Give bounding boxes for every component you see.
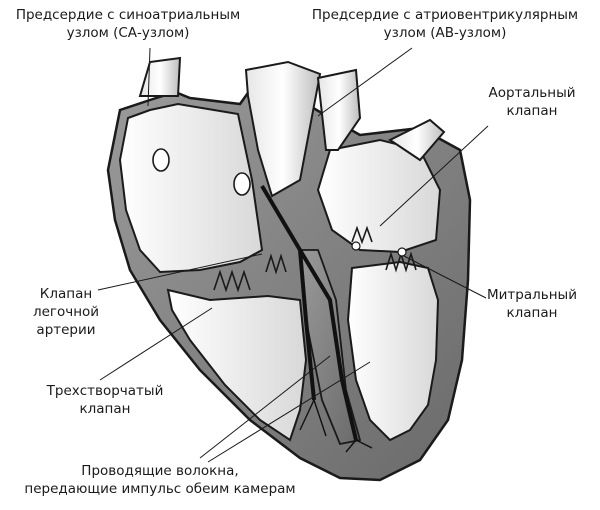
leader-lines: [97, 47, 489, 463]
label-mitral-valve-line-2: клапан: [506, 305, 558, 321]
pulmonary-valve-leaflets: [265, 253, 287, 275]
label-mitral-valve: Митральный клапан: [470, 286, 594, 322]
av-node: [233, 172, 251, 196]
label-tricuspid-valve-line-1: Трехстворчатый: [46, 383, 164, 399]
label-pulmonary-valve: Клапан легочной артерии: [14, 285, 118, 339]
vena-cava: [138, 56, 182, 97]
label-tricuspid-valve: Трехстворчатый клапан: [30, 382, 180, 418]
tricuspid-valve-leaflets: [213, 269, 251, 293]
pulmonary-veins: [388, 118, 446, 162]
label-pulmonary-valve-line-2: легочной: [32, 304, 100, 320]
label-conduction-fibers-line-2: передающие импульс обеим камерам: [24, 481, 296, 497]
label-aortic-valve-line-1: Аортальный: [488, 85, 576, 101]
label-av-node: Предсердие с атриовентрикулярным узлом (…: [300, 6, 590, 42]
label-av-node-line-1: Предсердие с атриовентрикулярным: [311, 7, 579, 23]
label-conduction-fibers: Проводящие волокна, передающие импульс о…: [0, 462, 320, 498]
label-sa-node-line-1: Предсердие с синоатриальным: [15, 7, 241, 23]
label-pulmonary-valve-line-3: артерии: [36, 322, 96, 338]
label-pulmonary-valve-line-1: Клапан: [39, 286, 93, 302]
right-ventricle: [166, 288, 308, 442]
right-atrium: [118, 102, 264, 274]
label-mitral-valve-line-1: Митральный: [487, 287, 577, 303]
label-aortic-valve: Аортальный клапан: [470, 84, 594, 120]
label-conduction-fibers-line-1: Проводящие волокна,: [81, 463, 239, 479]
label-aortic-valve-line-2: клапан: [506, 103, 558, 119]
label-sa-node-line-2: узлом (СА-узлом): [66, 25, 190, 41]
valve-node-dot-2: [397, 247, 407, 257]
aortic-valve-leaflets: [351, 225, 373, 245]
valve-node-dot: [351, 241, 361, 251]
pulmonary-artery: [244, 60, 322, 198]
label-av-node-line-2: узлом (АВ-узлом): [383, 25, 507, 41]
label-sa-node: Предсердие с синоатриальным узлом (СА-уз…: [8, 6, 248, 42]
sa-node: [152, 148, 170, 172]
label-tricuspid-valve-line-2: клапан: [79, 401, 131, 417]
left-ventricle: [346, 260, 440, 442]
aorta: [316, 68, 362, 151]
conduction-fibers: [260, 184, 373, 453]
